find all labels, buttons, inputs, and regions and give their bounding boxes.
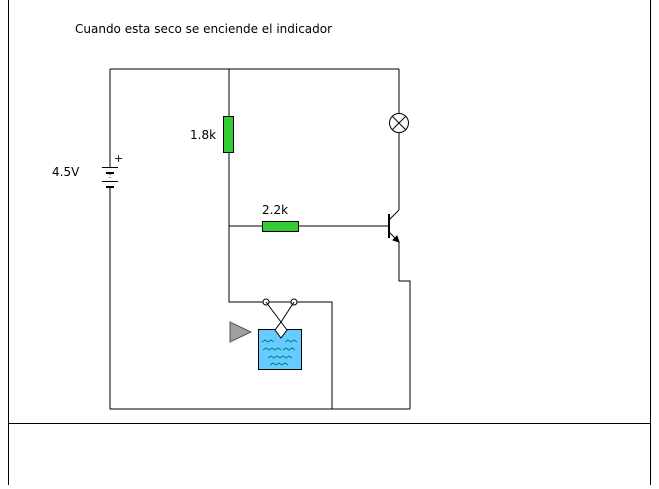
caption-text: Cuando esta seco se enciende el indicado…	[75, 22, 332, 36]
resistor-2-2k	[262, 221, 299, 232]
transistor-icon	[380, 209, 400, 243]
water-waves	[261, 339, 298, 366]
battery-voltage-label: 4.5V	[52, 165, 80, 179]
frame-border	[8, 0, 651, 485]
circuit-wires	[109, 68, 411, 410]
battery-symbol	[102, 156, 118, 188]
battery-polarity-mark: +	[114, 152, 123, 165]
play-arrow-icon[interactable]	[229, 321, 253, 343]
water-tank-probe	[258, 301, 302, 370]
resistor-2-2k-label: 2.2k	[262, 203, 288, 217]
resistor-1-8k-label: 1.8k	[190, 128, 216, 142]
lamp-icon	[389, 113, 409, 133]
resistor-1-8k	[223, 116, 234, 153]
